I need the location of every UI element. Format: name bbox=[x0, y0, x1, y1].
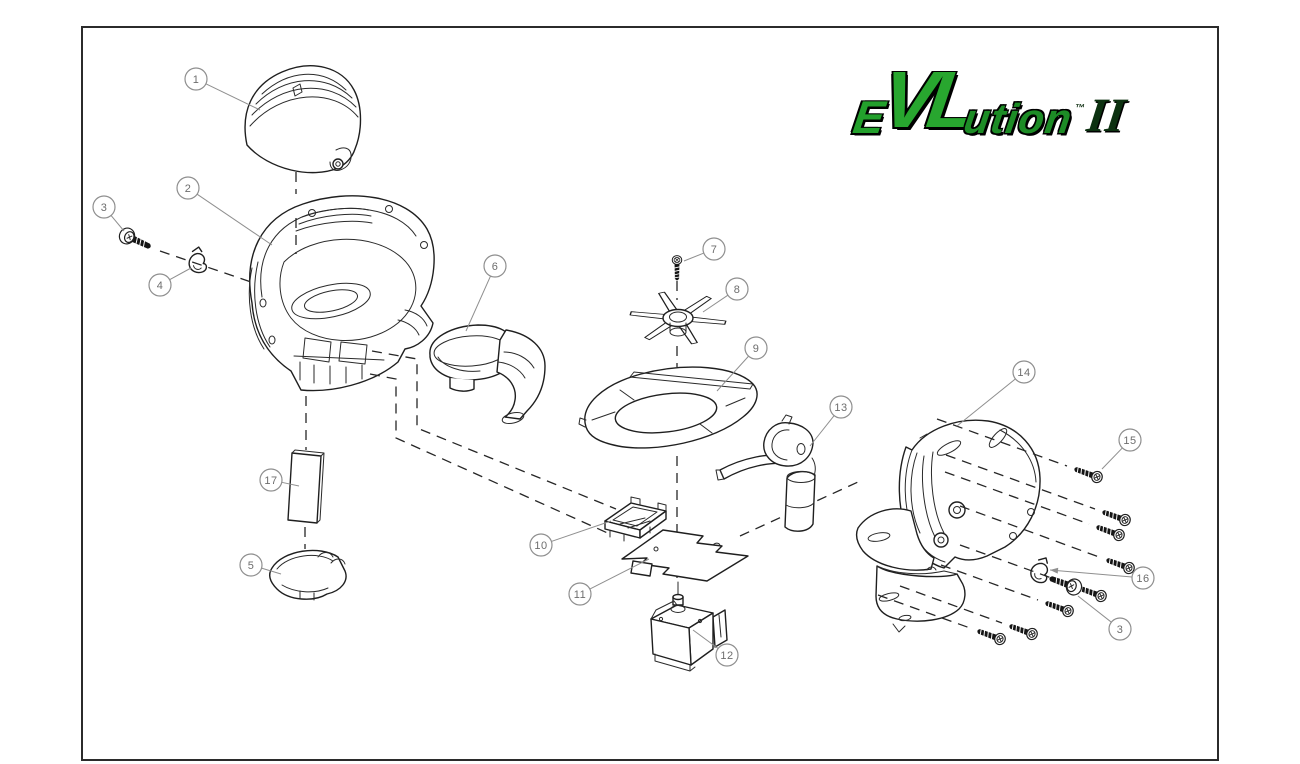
part-4-wire-clip bbox=[185, 245, 209, 276]
callout-17: 17 bbox=[259, 468, 300, 492]
callout-circle-6 bbox=[483, 254, 507, 278]
callout-number-9: 9 bbox=[753, 343, 760, 355]
callout-circle-4 bbox=[148, 273, 172, 297]
callout-number-14: 14 bbox=[1017, 367, 1030, 379]
callout-leader-3 bbox=[1077, 595, 1112, 623]
screw-axes-right bbox=[877, 418, 1100, 629]
part-9-feed-tray bbox=[578, 366, 758, 449]
callout-circle-3 bbox=[1108, 617, 1132, 641]
part-10-bracket bbox=[604, 496, 667, 542]
callout-number-7: 7 bbox=[711, 244, 718, 256]
callout-leader-7 bbox=[683, 252, 704, 262]
part-14-right-shell bbox=[855, 419, 1041, 633]
part-8-impeller bbox=[629, 291, 727, 345]
callout-leader-16 bbox=[1049, 569, 1133, 578]
assembly-axis-middle bbox=[676, 281, 859, 578]
callout-circle-17 bbox=[259, 468, 283, 492]
part-1-lid bbox=[244, 65, 362, 174]
callout-number-16: 16 bbox=[1136, 573, 1149, 585]
callout-number-10: 10 bbox=[534, 540, 547, 552]
callout-16: 16 bbox=[1049, 566, 1155, 590]
part-7-screw bbox=[671, 255, 683, 281]
callout-leader-11 bbox=[589, 558, 650, 590]
callout-leader-14 bbox=[956, 378, 1016, 427]
page-border bbox=[81, 26, 1219, 761]
part-12-motor bbox=[650, 581, 728, 672]
callout-leader-9 bbox=[716, 355, 749, 392]
callout-number-5: 5 bbox=[248, 560, 255, 572]
callout-number-8: 8 bbox=[734, 284, 741, 296]
callout-2: 2 bbox=[176, 176, 273, 246]
callout-number-4: 4 bbox=[157, 280, 164, 292]
callout-leader-15 bbox=[1101, 447, 1123, 470]
part-3-washer-screw-right bbox=[1046, 570, 1085, 598]
part-2-left-shell bbox=[248, 195, 435, 392]
part-5-lower-tray bbox=[269, 549, 347, 601]
callout-12: 12 bbox=[692, 629, 739, 667]
callout-leader-2 bbox=[196, 193, 273, 246]
callout-circle-13 bbox=[829, 395, 853, 419]
callout-number-11: 11 bbox=[574, 589, 586, 601]
part-3-washer-screw-left bbox=[116, 224, 155, 255]
callout-leader-6 bbox=[465, 275, 491, 332]
callout-9: 9 bbox=[716, 336, 768, 392]
callout-arrowhead-16 bbox=[1050, 567, 1059, 574]
callout-leader-5 bbox=[261, 567, 282, 575]
callout-15: 15 bbox=[1101, 428, 1142, 470]
part-13-spring-arm bbox=[715, 414, 816, 532]
callout-leader-17 bbox=[281, 481, 300, 487]
callout-circle-3 bbox=[92, 195, 116, 219]
callout-number-1: 1 bbox=[193, 74, 200, 86]
callout-leader-8 bbox=[702, 294, 729, 313]
callout-circle-12 bbox=[715, 643, 739, 667]
callout-circle-8 bbox=[725, 277, 749, 301]
callout-14: 14 bbox=[956, 360, 1036, 427]
callout-11: 11 bbox=[568, 558, 650, 606]
callout-leader-1 bbox=[205, 83, 261, 111]
callout-number-15: 15 bbox=[1123, 435, 1136, 447]
part-11-chassis-plate bbox=[621, 529, 749, 582]
callout-13: 13 bbox=[809, 395, 853, 447]
callout-number-3: 3 bbox=[101, 202, 108, 214]
callout-number-2: 2 bbox=[185, 183, 192, 195]
assembly-axes-left bbox=[159, 218, 617, 549]
callout-8: 8 bbox=[702, 277, 749, 313]
callout-circle-11 bbox=[568, 582, 592, 606]
part-16-wire-clip bbox=[1028, 555, 1051, 585]
callout-circle-10 bbox=[529, 533, 553, 557]
callout-circle-5 bbox=[239, 553, 263, 577]
callout-circle-14 bbox=[1012, 360, 1036, 384]
callout-circle-15 bbox=[1118, 428, 1142, 452]
callout-3: 3 bbox=[92, 195, 125, 232]
callout-number-17: 17 bbox=[264, 475, 277, 487]
callout-circle-7 bbox=[702, 237, 726, 261]
callout-number-3: 3 bbox=[1117, 624, 1124, 636]
part-6-feed-elbow bbox=[429, 324, 546, 425]
callout-number-13: 13 bbox=[834, 402, 847, 414]
callout-leader-12 bbox=[692, 629, 719, 649]
part-17-board bbox=[287, 449, 325, 524]
callout-circle-1 bbox=[184, 67, 208, 91]
callout-circle-16 bbox=[1131, 566, 1155, 590]
callout-circle-9 bbox=[744, 336, 768, 360]
callout-leader-3 bbox=[110, 215, 125, 232]
callout-7: 7 bbox=[683, 237, 726, 262]
callout-5: 5 bbox=[239, 553, 282, 577]
callout-leader-4 bbox=[169, 267, 192, 281]
callout-4: 4 bbox=[148, 267, 192, 297]
callout-leader-10 bbox=[551, 520, 612, 542]
callout-leader-13 bbox=[809, 415, 835, 447]
callout-6: 6 bbox=[465, 254, 507, 332]
callout-number-6: 6 bbox=[492, 261, 499, 273]
callout-3: 3 bbox=[1077, 595, 1132, 641]
callout-circle-2 bbox=[176, 176, 200, 200]
callout-1: 1 bbox=[184, 67, 261, 111]
callout-number-12: 12 bbox=[720, 650, 733, 662]
callout-10: 10 bbox=[529, 520, 612, 557]
